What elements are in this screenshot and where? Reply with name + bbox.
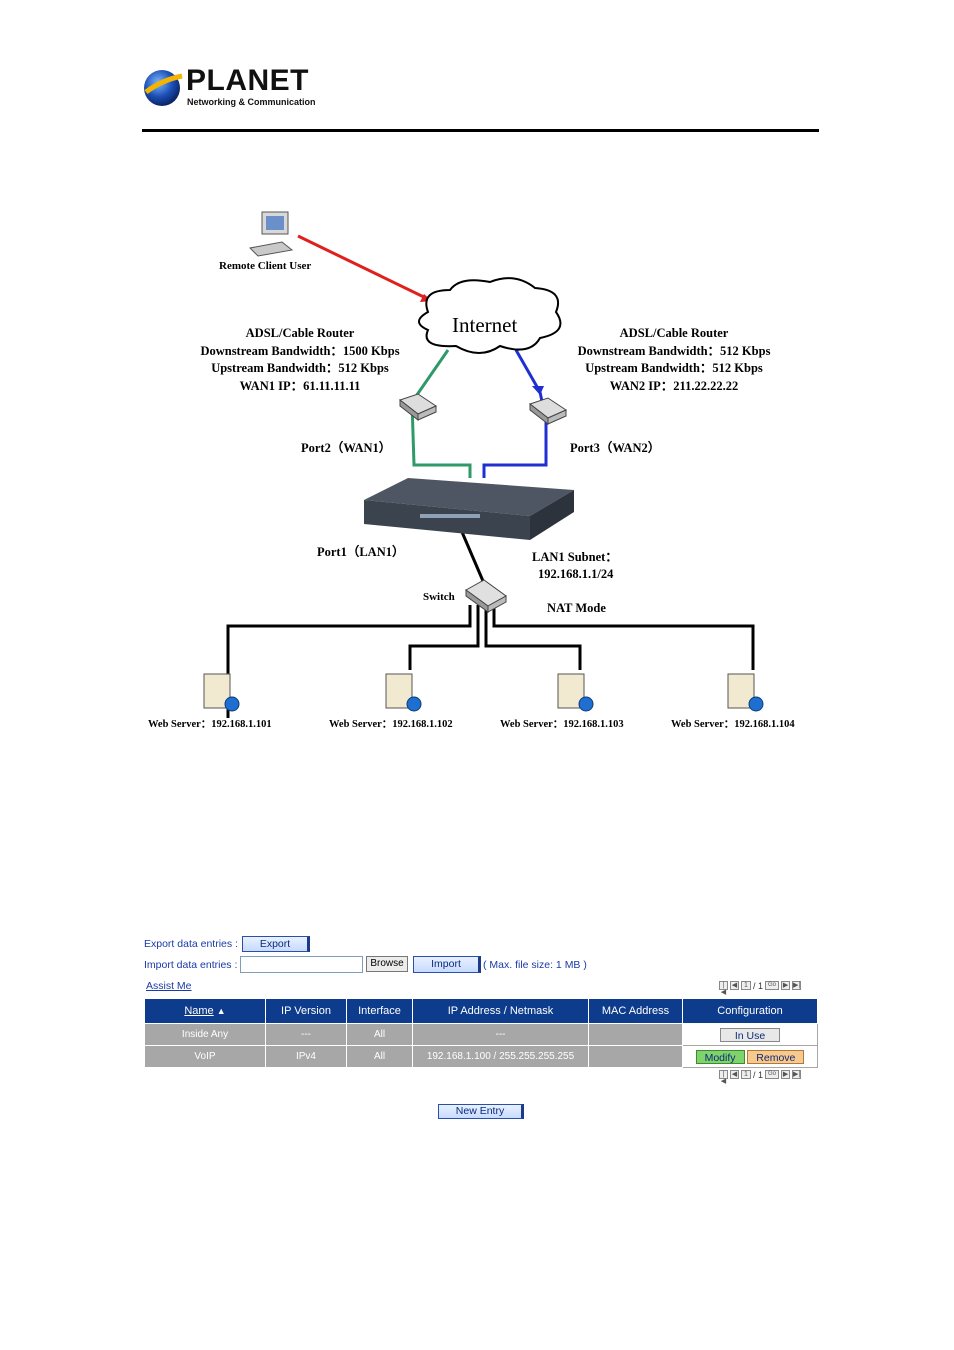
pager-top: |◀ ◀ 1 / 1 Go ▶ ▶| <box>719 980 802 996</box>
router-icon-left <box>398 393 438 422</box>
server-icon-4 <box>727 673 764 712</box>
cell-address: --- <box>412 1023 589 1046</box>
internet-cloud <box>418 277 562 354</box>
switch-label: Switch <box>423 591 455 603</box>
page-total: / 1 <box>753 1069 764 1080</box>
cell-address: 192.168.1.100 / 255.255.255.255 <box>412 1045 589 1068</box>
nat-mode-label: NAT Mode <box>547 601 606 615</box>
cell-configuration: Modify Remove <box>682 1045 818 1068</box>
router-left-ip: WAN1 IP：61.11.11.11 <box>240 379 361 393</box>
cell-name: Inside Any <box>144 1023 266 1046</box>
modify-button[interactable]: Modify <box>695 1049 745 1064</box>
server-icon-2 <box>385 673 422 712</box>
import-label: Import data entries : <box>144 959 238 971</box>
pager-bottom: |◀ ◀ 1 / 1 Go ▶ ▶| <box>719 1069 802 1085</box>
first-page-icon[interactable]: |◀ <box>719 981 728 996</box>
page-number-input[interactable]: 1 <box>741 1070 751 1079</box>
go-button[interactable]: Go <box>765 1070 780 1079</box>
wan1-link <box>410 349 472 478</box>
col-header-name[interactable]: Name ▲ <box>144 998 266 1024</box>
cell-configuration: In Use <box>682 1023 818 1046</box>
table-row: Inside Any --- All --- In Use <box>144 1023 818 1046</box>
col-header-mac: MAC Address <box>588 998 683 1024</box>
brand-tagline: Networking & Communication <box>187 97 316 107</box>
cell-ip-version: IPv4 <box>265 1045 347 1068</box>
router-left-down: Downstream Bandwidth：1500 Kbps <box>200 344 399 358</box>
prev-page-icon[interactable]: ◀ <box>730 1070 739 1079</box>
lan-subnet-label: LAN1 Subnet： <box>532 550 618 564</box>
remote-client-label: Remote Client User <box>219 260 311 272</box>
port2-label: Port2（WAN1） <box>301 440 391 455</box>
brand-name: PLANET <box>186 64 309 97</box>
router-left-up: Upstream Bandwidth：512 Kbps <box>211 361 389 375</box>
col-header-address: IP Address / Netmask <box>412 998 589 1024</box>
next-page-icon[interactable]: ▶ <box>781 1070 791 1079</box>
server-icon-1 <box>203 673 240 712</box>
first-page-icon[interactable]: |◀ <box>719 1070 728 1085</box>
col-header-configuration: Configuration <box>682 998 818 1024</box>
router-right-ip: WAN2 IP：211.22.22.22 <box>610 379 738 393</box>
port3-label: Port3（WAN2） <box>570 440 660 455</box>
router-right-title: ADSL/Cable Router <box>620 326 729 340</box>
header-rule <box>142 129 819 132</box>
next-page-icon[interactable]: ▶ <box>781 981 791 990</box>
server-label-3: Web Server：192.168.1.103 <box>500 719 624 730</box>
cell-interface: All <box>346 1023 413 1046</box>
col-header-interface: Interface <box>346 998 413 1024</box>
lan-subnet-value: 192.168.1.1/24 <box>538 567 614 581</box>
import-note: ( Max. file size: 1 MB ) <box>483 959 587 971</box>
in-use-button[interactable]: In Use <box>719 1027 781 1042</box>
cell-mac <box>588 1045 683 1068</box>
router-icon-right <box>528 397 568 426</box>
router-left-title: ADSL/Cable Router <box>246 326 355 340</box>
last-page-icon[interactable]: ▶| <box>792 981 802 990</box>
assist-me-link[interactable]: Assist Me <box>146 980 192 992</box>
prev-page-icon[interactable]: ◀ <box>730 981 739 990</box>
go-button[interactable]: Go <box>765 981 780 990</box>
page-number-input[interactable]: 1 <box>741 981 751 990</box>
col-header-ip-version: IP Version <box>265 998 347 1024</box>
sort-ascending-icon: ▲ <box>216 1006 226 1016</box>
page-total: / 1 <box>753 980 764 991</box>
import-button[interactable]: Import <box>413 956 481 973</box>
cell-ip-version: --- <box>265 1023 347 1046</box>
new-entry-button[interactable]: New Entry <box>438 1104 524 1119</box>
gateway-device <box>364 478 574 540</box>
router-right-up: Upstream Bandwidth：512 Kbps <box>585 361 763 375</box>
server-icon-3 <box>557 673 594 712</box>
planet-logo <box>142 66 322 110</box>
cell-interface: All <box>346 1045 413 1068</box>
switch-icon <box>465 579 507 613</box>
import-file-input[interactable] <box>240 956 363 973</box>
export-button[interactable]: Export <box>242 936 310 952</box>
server-label-2: Web Server：192.168.1.102 <box>329 719 453 730</box>
server-label-1: Web Server：192.168.1.101 <box>148 719 272 730</box>
cell-name: VoIP <box>144 1045 266 1068</box>
last-page-icon[interactable]: ▶| <box>792 1070 802 1079</box>
router-right-down: Downstream Bandwidth：512 Kbps <box>578 344 771 358</box>
table-row: VoIP IPv4 All 192.168.1.100 / 255.255.25… <box>144 1045 818 1068</box>
remote-link <box>297 234 431 302</box>
internet-label: Internet <box>452 313 517 337</box>
globe-icon <box>144 70 183 106</box>
network-diagram: Remote Client User Internet ADSL/Cable R… <box>148 211 795 730</box>
pc-icon <box>248 211 294 257</box>
remove-button[interactable]: Remove <box>747 1049 805 1064</box>
browse-button[interactable]: Browse <box>366 956 408 972</box>
port1-label: Port1（LAN1） <box>317 544 405 559</box>
address-table: Name ▲ IP Version Interface IP Address /… <box>144 998 818 1068</box>
cell-mac <box>588 1023 683 1046</box>
wan2-link <box>482 349 548 478</box>
server-label-4: Web Server：192.168.1.104 <box>671 719 795 730</box>
export-label: Export data entries : <box>144 938 238 950</box>
